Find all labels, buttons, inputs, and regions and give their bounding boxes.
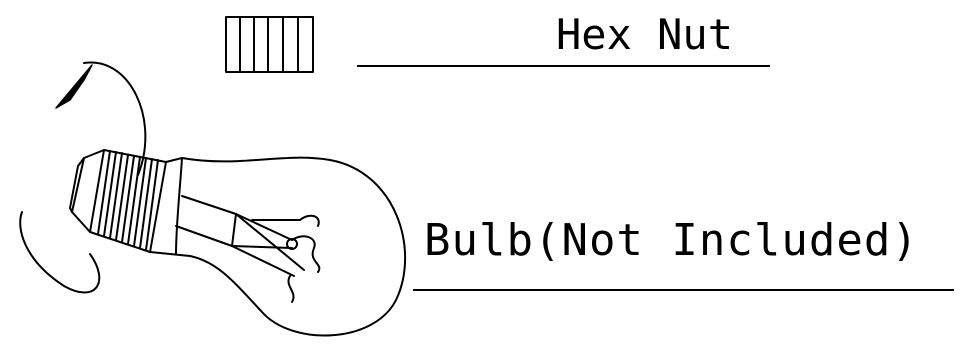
rotation-arrow-icon bbox=[19, 61, 147, 294]
bulb-label: Bulb(Not Included) bbox=[424, 215, 919, 266]
hex-nut-label: Hex Nut bbox=[556, 10, 734, 59]
hex-nut-icon bbox=[225, 16, 314, 73]
bulb-leader-line bbox=[413, 289, 954, 291]
hex-nut-leader-line bbox=[357, 65, 770, 67]
light-bulb-icon bbox=[69, 149, 407, 337]
